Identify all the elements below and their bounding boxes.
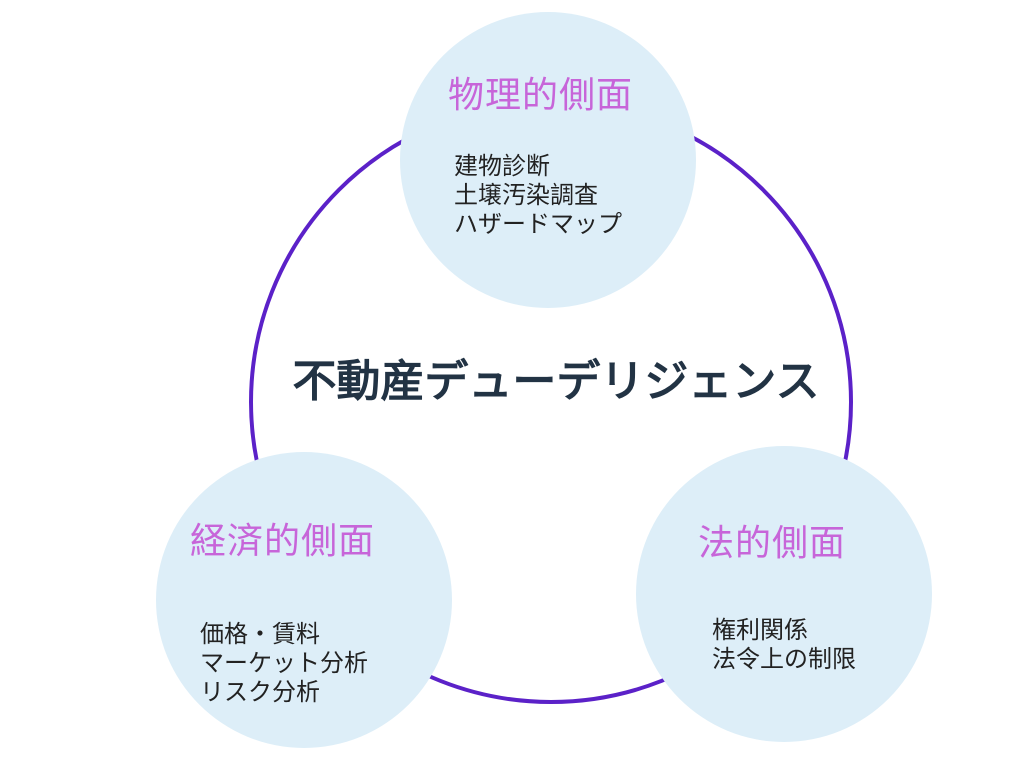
list-item: ハザードマップ	[454, 210, 622, 238]
economic-aspect-node: 経済的側面 価格・賃料 マーケット分析 リスク分析	[156, 452, 452, 748]
legal-aspect-list: 権利関係 法令上の制限	[712, 616, 856, 674]
list-item: マーケット分析	[200, 649, 368, 677]
physical-aspect-title: 物理的側面	[448, 75, 634, 116]
economic-aspect-title: 経済的側面	[190, 521, 376, 562]
legal-aspect-title: 法的側面	[698, 523, 847, 564]
economic-aspect-list: 価格・賃料 マーケット分析 リスク分析	[200, 620, 368, 707]
physical-aspect-node: 物理的側面 建物診断 土壌汚染調査 ハザードマップ	[400, 12, 696, 308]
center-title: 不動産デューデリジェンス	[292, 356, 820, 407]
list-item: 建物診断	[454, 152, 550, 180]
legal-aspect-node: 法的側面 権利関係 法令上の制限	[636, 446, 932, 742]
list-item: 権利関係	[712, 616, 808, 644]
list-item: 土壌汚染調査	[454, 181, 598, 209]
list-item: 価格・賃料	[200, 620, 320, 648]
list-item: リスク分析	[200, 678, 320, 706]
physical-aspect-list: 建物診断 土壌汚染調査 ハザードマップ	[454, 152, 622, 239]
list-item: 法令上の制限	[712, 645, 856, 673]
